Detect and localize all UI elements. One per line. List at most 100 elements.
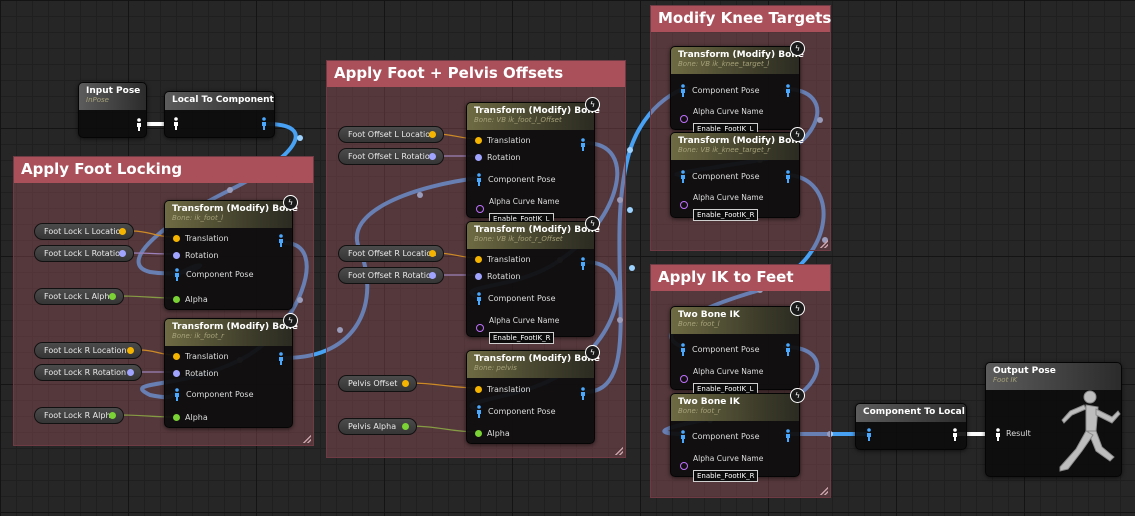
foot-lock-l-transform-bone-node[interactable]: Transform (Modify) Bone Bone: ik_foot_l … xyxy=(164,195,298,310)
resize-handle[interactable] xyxy=(615,447,623,455)
translation-pin[interactable]: Translation xyxy=(173,231,229,245)
vector-pin-icon[interactable] xyxy=(429,250,436,257)
pose-output-pin-icon[interactable] xyxy=(784,84,792,97)
lightning-icon: ϟ xyxy=(790,41,805,56)
pelvis-offset-getter[interactable]: Pelvis Offset xyxy=(338,375,417,392)
component-pose-pin[interactable]: Component Pose xyxy=(173,387,254,401)
foot-lock-r-rotation-getter[interactable]: Foot Lock R Rotation xyxy=(34,364,142,381)
foot-offset-l-rotation-getter[interactable]: Foot Offset L Rotation xyxy=(338,148,444,165)
node-subtitle: Bone: VB ik_foot_r_Offset xyxy=(474,235,563,243)
component-pose-pin[interactable]: Component Pose xyxy=(679,169,760,183)
pose-output-pin-icon[interactable] xyxy=(951,428,959,441)
pose-output-pin-icon[interactable] xyxy=(579,257,587,270)
input-pose-node[interactable]: Input Pose InPose xyxy=(78,82,147,138)
running-mannequin-icon xyxy=(1059,390,1121,472)
knee-target-r-transform-bone-node[interactable]: Transform (Modify) Bone Bone: VB ik_knee… xyxy=(670,127,805,221)
component-pose-pin[interactable]: Component Pose xyxy=(679,83,760,97)
pin-label: Component Pose xyxy=(692,171,760,181)
pose-output-pin-icon[interactable] xyxy=(579,138,587,151)
output-pose-node[interactable]: Output Pose Foot IK Result xyxy=(985,362,1122,477)
alpha-pin[interactable]: Alpha xyxy=(173,292,208,306)
translation-pin[interactable]: Translation xyxy=(475,382,531,396)
pose-output-pin-icon[interactable] xyxy=(784,429,792,442)
node-header: Two Bone IK Bone: foot_l xyxy=(671,307,799,334)
float-pin-icon[interactable] xyxy=(109,293,116,300)
name-pin-icon[interactable] xyxy=(680,462,688,470)
component-pose-pin[interactable]: Component Pose xyxy=(475,404,556,418)
foot-lock-l-alpha-getter[interactable]: Foot Lock L Alpha xyxy=(34,288,124,305)
rotation-pin[interactable]: Rotation xyxy=(475,150,520,164)
rotator-pin-icon[interactable] xyxy=(429,272,436,279)
alpha-curve-name-input[interactable]: Enable_FootIK_R xyxy=(489,332,555,344)
name-pin-icon[interactable] xyxy=(680,201,688,209)
foot-lock-r-location-getter[interactable]: Foot Lock R Location xyxy=(34,342,142,359)
foot-lock-r-transform-bone-node[interactable]: Transform (Modify) Bone Bone: ik_foot_r … xyxy=(164,313,298,428)
component-pose-pin[interactable]: Component Pose xyxy=(679,342,760,356)
pose-output-pin-icon[interactable] xyxy=(784,343,792,356)
alpha-pin[interactable]: Alpha xyxy=(475,426,510,440)
pose-input-pin-icon[interactable] xyxy=(172,117,180,130)
offset-foot-l-transform-bone-node[interactable]: Transform (Modify) Bone Bone: VB ik_foot… xyxy=(466,97,600,225)
node-title: Transform (Modify) Bone xyxy=(474,354,600,364)
rotator-pin-icon[interactable] xyxy=(127,369,134,376)
name-pin-icon[interactable] xyxy=(476,324,484,332)
pose-output-pin-icon[interactable] xyxy=(277,234,285,247)
pose-output-pin-icon[interactable] xyxy=(135,118,143,131)
foot-lock-r-alpha-getter[interactable]: Foot Lock R Alpha xyxy=(34,407,124,424)
vector-pin-icon[interactable] xyxy=(429,131,436,138)
lightning-icon: ϟ xyxy=(790,127,805,142)
rotator-pin-icon[interactable] xyxy=(119,250,126,257)
variable-label: Foot Offset R Rotation xyxy=(348,271,436,280)
foot-offset-r-rotation-getter[interactable]: Foot Offset R Rotation xyxy=(338,267,444,284)
name-pin-icon[interactable] xyxy=(680,375,688,383)
component-pose-pin[interactable]: Component Pose xyxy=(173,267,254,281)
resize-handle[interactable] xyxy=(820,487,828,495)
rotation-pin[interactable]: Rotation xyxy=(173,248,218,262)
local-to-component-node[interactable]: Local To Component xyxy=(164,91,275,138)
pose-output-pin-icon[interactable] xyxy=(260,117,268,130)
component-pose-pin[interactable]: Component Pose xyxy=(475,291,556,305)
alpha-curve-name-input[interactable]: Enable_FootIK_R xyxy=(693,209,759,221)
pelvis-alpha-getter[interactable]: Pelvis Alpha xyxy=(338,418,417,435)
alpha-pin[interactable]: Alpha xyxy=(173,410,208,424)
component-to-local-node[interactable]: Component To Local xyxy=(855,403,967,450)
translation-pin[interactable]: Translation xyxy=(475,252,531,266)
float-pin-icon[interactable] xyxy=(109,412,116,419)
resize-handle[interactable] xyxy=(820,240,828,248)
rotator-pin-icon[interactable] xyxy=(429,153,436,160)
rotation-pin[interactable]: Rotation xyxy=(475,269,520,283)
lightning-icon: ϟ xyxy=(283,195,298,210)
alpha-curve-name-input[interactable]: Enable_FootIK_R xyxy=(693,470,759,482)
node-subtitle: Bone: foot_l xyxy=(678,320,720,328)
pose-output-pin-icon[interactable] xyxy=(277,352,285,365)
pin-label: Translation xyxy=(487,135,531,145)
vector-pin-icon[interactable] xyxy=(127,347,134,354)
name-pin-icon[interactable] xyxy=(680,115,688,123)
vector-pin-icon[interactable] xyxy=(119,228,126,235)
foot-lock-l-rotation-getter[interactable]: Foot Lock L Rotation xyxy=(34,245,134,262)
vector-pin-icon[interactable] xyxy=(402,380,409,387)
foot-offset-r-location-getter[interactable]: Foot Offset R Location xyxy=(338,245,444,262)
rotation-pin[interactable]: Rotation xyxy=(173,366,218,380)
component-pose-pin[interactable]: Component Pose xyxy=(679,429,760,443)
translation-pin[interactable]: Translation xyxy=(173,349,229,363)
offset-foot-r-transform-bone-node[interactable]: Transform (Modify) Bone Bone: VB ik_foot… xyxy=(466,216,600,344)
foot-lock-l-location-getter[interactable]: Foot Lock L Location xyxy=(34,223,134,240)
node-subtitle: Bone: pelvis xyxy=(474,364,517,372)
resize-handle[interactable] xyxy=(303,435,311,443)
translation-pin[interactable]: Translation xyxy=(475,133,531,147)
pose-output-pin-icon[interactable] xyxy=(784,170,792,183)
name-pin-icon[interactable] xyxy=(476,205,484,213)
node-header: Input Pose InPose xyxy=(79,83,146,110)
foot-offset-l-location-getter[interactable]: Foot Offset L Location xyxy=(338,126,444,143)
two-bone-ik-r-node[interactable]: Two Bone IK Bone: foot_r ϟ Component Pos… xyxy=(670,388,805,482)
float-pin-icon[interactable] xyxy=(402,423,409,430)
pose-input-pin-icon[interactable] xyxy=(865,428,873,441)
two-bone-ik-l-node[interactable]: Two Bone IK Bone: foot_l ϟ Component Pos… xyxy=(670,301,805,395)
pose-output-pin-icon[interactable] xyxy=(579,387,587,400)
pose-input-pin-icon[interactable] xyxy=(994,428,1002,441)
component-pose-pin[interactable]: Component Pose xyxy=(475,172,556,186)
comment-title: Apply Foot + Pelvis Offsets xyxy=(327,61,625,87)
offset-pelvis-transform-bone-node[interactable]: Transform (Modify) Bone Bone: pelvis ϟ T… xyxy=(466,345,600,444)
knee-target-l-transform-bone-node[interactable]: Transform (Modify) Bone Bone: VB ik_knee… xyxy=(670,41,805,135)
